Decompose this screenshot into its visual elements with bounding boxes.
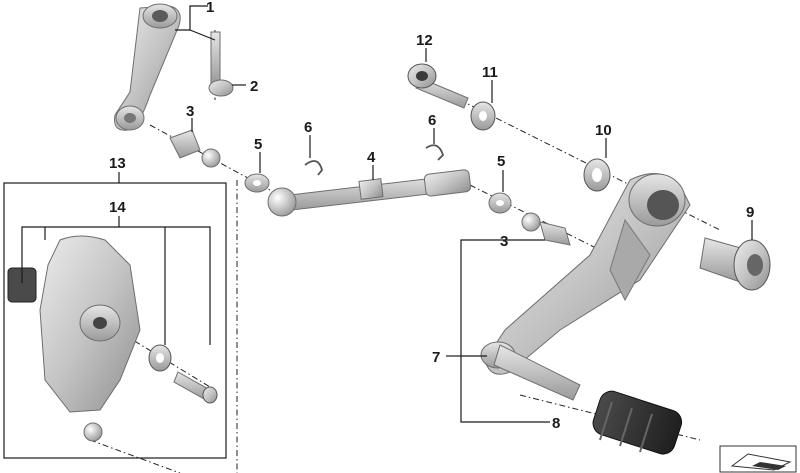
callout-4: 4 — [367, 149, 376, 166]
callout-10: 10 — [595, 122, 612, 139]
callout-9: 9 — [746, 204, 754, 221]
callout-6-left: 6 — [304, 119, 312, 136]
washer-part-10 — [583, 158, 611, 192]
callout-8: 8 — [552, 415, 560, 432]
callout-11: 11 — [482, 64, 498, 81]
washer-part-11 — [470, 101, 496, 131]
callout-14: 14 — [109, 199, 126, 216]
leader-lines — [3, 5, 753, 459]
callout-12: 12 — [416, 32, 433, 49]
bushing-part-9 — [699, 237, 771, 291]
ball-joint-right — [521, 212, 571, 246]
callout-2: 2 — [250, 78, 258, 95]
washer-right — [488, 192, 512, 214]
ball-joint-upper — [169, 129, 221, 168]
callout-5-left: 5 — [254, 136, 262, 153]
callout-labels: 1 2 3 3 4 5 5 6 6 7 8 9 10 11 12 13 14 — [109, 0, 754, 432]
callout-1: 1 — [206, 0, 214, 16]
callout-3-upper: 3 — [186, 103, 194, 120]
footpeg-rubber — [592, 390, 683, 455]
callout-13: 13 — [109, 155, 126, 172]
callout-6-right: 6 — [428, 112, 436, 129]
circlips — [304, 144, 445, 176]
gear-shift-lever — [480, 173, 691, 401]
view-navigation-icon[interactable] — [719, 445, 797, 473]
shift-rod — [267, 169, 472, 217]
callout-7: 7 — [432, 349, 440, 366]
gear-sensor-housing — [7, 235, 218, 442]
callout-3-right: 3 — [500, 233, 508, 250]
bolt-part-2 — [208, 31, 234, 97]
washer-left — [244, 173, 270, 193]
pivot-bolt — [407, 63, 469, 109]
upper-lever-arm — [114, 3, 181, 131]
group-box-13 — [3, 182, 227, 459]
callout-5-right: 5 — [497, 153, 505, 170]
